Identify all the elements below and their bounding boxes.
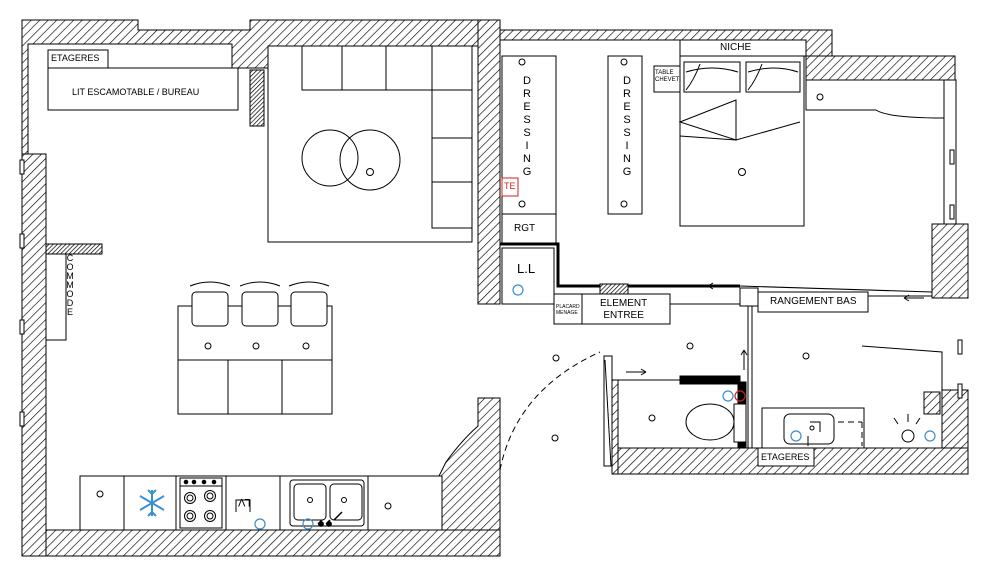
label-niche: NICHE [720, 42, 752, 53]
washing-machine-icon [235, 499, 251, 512]
label-etageres-top: ETAGERES [51, 53, 100, 63]
label-te: TE [504, 181, 516, 191]
label-ll: L.L [517, 261, 536, 276]
label-rgt: RGT [514, 223, 536, 234]
label-lv: LV [238, 496, 251, 508]
label-rangement-bas: RANGEMENT BAS [770, 296, 857, 307]
snowflake-icon [139, 489, 165, 517]
bedroom-furniture [501, 39, 945, 245]
accent-markers [254, 284, 936, 530]
label-lit-bureau: LIT ESCAMOTABLE / BUREAU [72, 87, 200, 97]
windows [19, 149, 963, 427]
label-etageres-bottom: ETAGERES [761, 452, 810, 462]
entry-corridor [500, 242, 933, 448]
living-furniture [45, 45, 601, 531]
